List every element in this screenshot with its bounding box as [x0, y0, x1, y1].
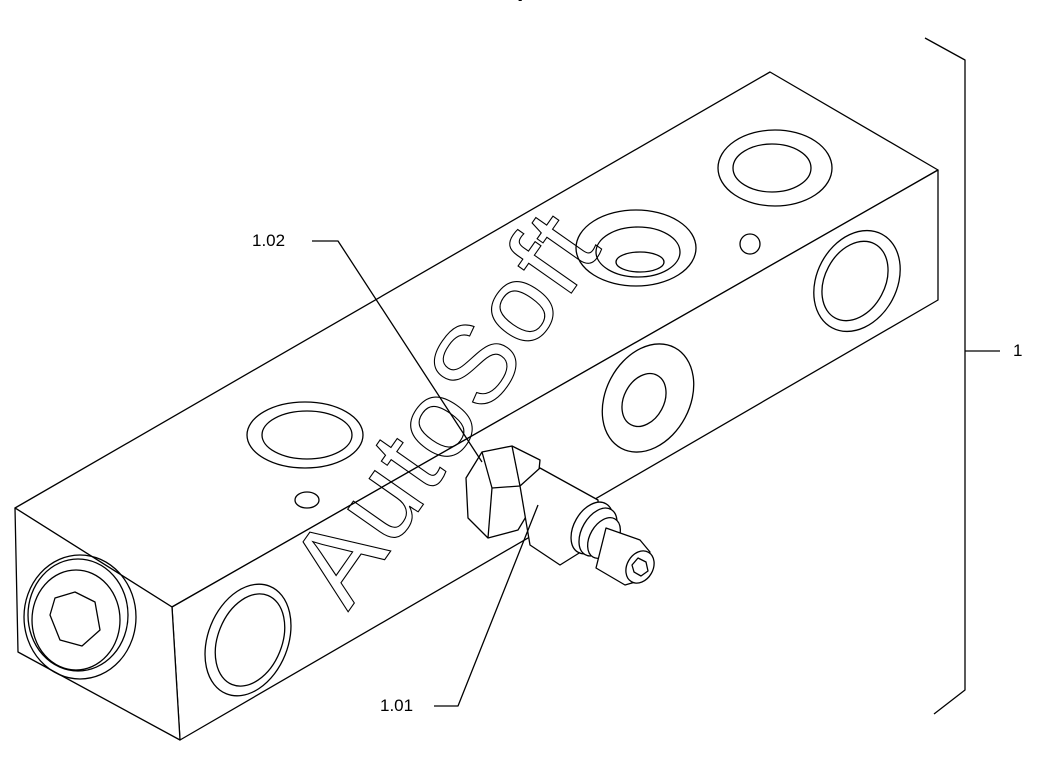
leader-1-02 — [312, 240, 483, 463]
top-pin-hole-left — [294, 491, 320, 509]
callout-1: 1 — [1013, 341, 1023, 360]
front-port-right — [813, 229, 901, 333]
top-mark: - — [518, 0, 522, 7]
leader-1-01 — [434, 504, 539, 707]
top-port-left — [246, 401, 364, 469]
front-port-middle — [601, 343, 695, 453]
manifold-block — [14, 71, 939, 741]
top-port-middle — [575, 209, 697, 287]
end-plug — [23, 554, 137, 680]
assembly-bracket — [924, 37, 966, 715]
pressure-switch — [465, 445, 655, 586]
top-pin-hole-right — [739, 233, 761, 255]
top-port-large-right — [717, 129, 833, 207]
callout-1-02: 1.02 — [252, 231, 286, 250]
callout-1-01: 1.01 — [380, 696, 414, 715]
front-port-left — [204, 583, 292, 697]
